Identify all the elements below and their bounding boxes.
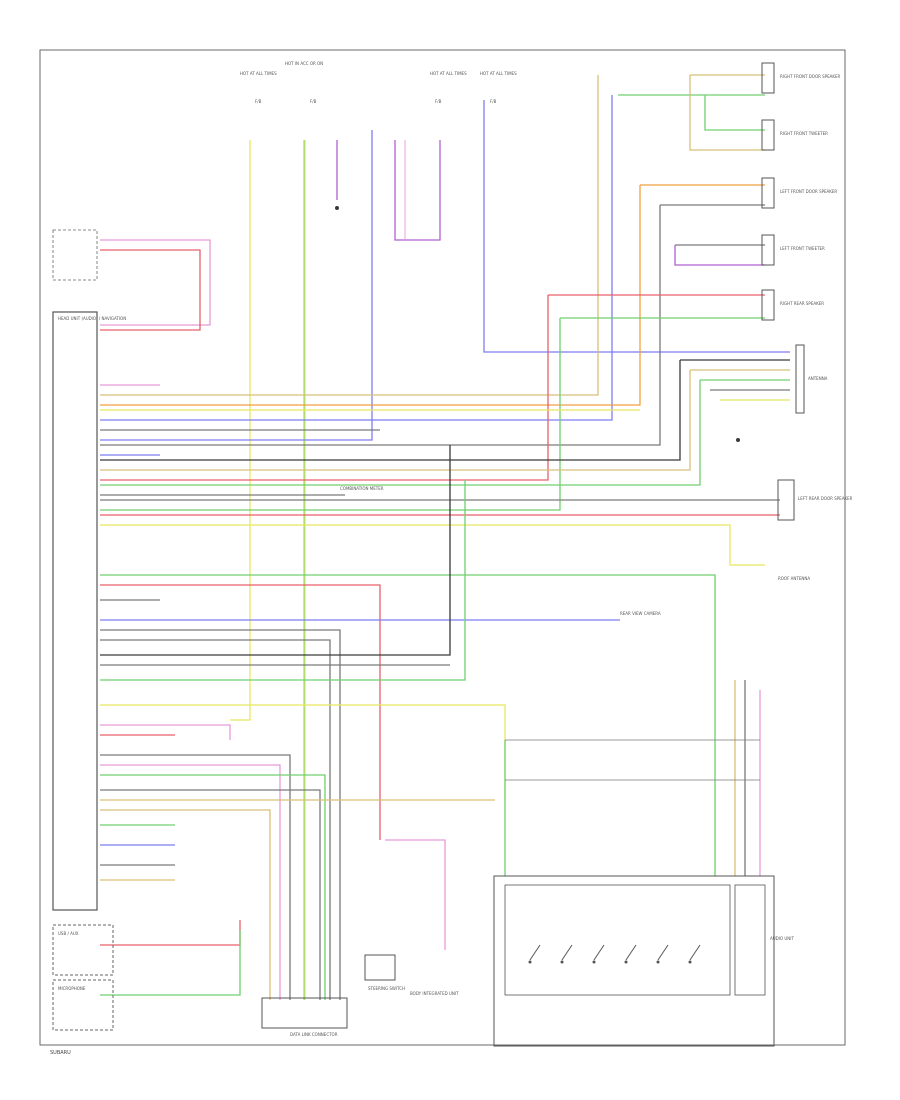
wire: [100, 930, 241, 996]
switch-terminal: [560, 960, 564, 964]
fuse-label: F/B: [255, 99, 262, 104]
wire: [100, 629, 341, 1000]
fuse-label: F/B: [310, 99, 317, 104]
header-label: HOT IN ACC OR ON: [285, 61, 323, 66]
switch-contact: [625, 944, 637, 961]
component-label: RIGHT FRONT TWEETER: [780, 131, 828, 136]
ground-dot: [335, 206, 339, 210]
wire: [100, 318, 561, 511]
component-label: COMBINATION METER: [340, 486, 384, 491]
wire: [100, 764, 281, 1000]
wire: [100, 704, 506, 800]
head-unit-top-box: [52, 229, 98, 281]
switch-terminal: [528, 960, 532, 964]
component-label: DATA LINK CONNECTOR: [290, 1032, 338, 1037]
wire: [100, 789, 321, 1000]
wire: [100, 205, 661, 446]
component-label: RIGHT FRONT DOOR SPEAKER: [780, 74, 841, 79]
wire: [100, 480, 466, 681]
component-label: BODY INTEGRATED UNIT: [410, 991, 459, 996]
component-label: REAR VIEW CAMERA: [620, 611, 661, 616]
component-label: RIGHT REAR SPEAKER: [780, 301, 824, 306]
wire-group: [100, 74, 790, 1000]
right-connector: [795, 344, 805, 414]
wire: [100, 75, 599, 396]
ground-symbols: [335, 206, 740, 442]
speaker-rf-tweeter: [761, 119, 775, 151]
component-label: MICROPHONE: [58, 986, 86, 991]
component-label: LEFT REAR DOOR SPEAKER: [798, 496, 853, 501]
wire: [100, 920, 241, 946]
fuse-label: F/B: [435, 99, 442, 104]
switch-contact: [561, 944, 573, 961]
switch-terminal: [592, 960, 596, 964]
header-label: HOT AT ALL TIMES: [240, 71, 277, 76]
wire: [100, 130, 373, 441]
component-label: ANTENNA: [808, 376, 828, 381]
component-label: LEFT FRONT TWEETER: [780, 246, 825, 251]
wire: [100, 724, 231, 740]
wire: [100, 360, 681, 461]
speaker-group: [761, 62, 795, 521]
wire: [704, 95, 765, 131]
switch-terminal: [624, 960, 628, 964]
wire: [100, 584, 381, 840]
wire: [100, 774, 326, 1000]
wire: [100, 809, 271, 1000]
wire: [100, 185, 641, 406]
bottom-connector-box: [261, 997, 348, 1029]
wire: [100, 239, 211, 326]
switch-inner-box: [504, 884, 731, 996]
wire: [483, 100, 790, 353]
wire: [689, 75, 765, 151]
audio-unit-box: [734, 884, 766, 996]
head-unit-box: [52, 311, 98, 911]
wire: [385, 839, 446, 950]
header-label: HOT AT ALL TIMES: [480, 71, 517, 76]
speaker-rf-door: [761, 62, 775, 94]
diagram-frame: [39, 49, 846, 1046]
wire: [100, 249, 201, 331]
fuse-label: F/B: [490, 99, 497, 104]
wire: [100, 445, 451, 656]
speaker-rr: [761, 289, 775, 321]
footer-label: SUBARU: [50, 1050, 71, 1056]
usb-aux-box: [52, 924, 114, 976]
component-label: HEAD UNIT (AUDIO) / NAVIGATION: [58, 316, 126, 321]
switch-panel-box: [493, 875, 775, 1047]
wire: [674, 245, 765, 266]
wire: [230, 140, 251, 721]
wire: [100, 380, 701, 486]
switch-contact: [689, 944, 701, 961]
speaker-lf-tweeter: [761, 234, 775, 266]
wire: [100, 524, 765, 566]
switch-contact: [657, 944, 669, 961]
wire: [100, 574, 716, 720]
label-group: HOT AT ALL TIMES HOT IN ACC OR ON HOT AT A…: [58, 61, 853, 1037]
switch-terminal: [656, 960, 660, 964]
switch-terminal: [688, 960, 692, 964]
component-label: STEERING SWITCH: [368, 986, 405, 991]
component-label: USB / AUX: [58, 931, 79, 936]
component-label: ROOF ANTENNA: [778, 576, 810, 581]
mic-box: [52, 979, 114, 1031]
steering-switch-box: [364, 954, 396, 981]
wire: [394, 140, 441, 241]
component-label: AUDIO UNIT: [770, 936, 794, 941]
header-label: HOT AT ALL TIMES: [430, 71, 467, 76]
switch-contact: [529, 944, 541, 961]
wire: [100, 639, 331, 1000]
speaker-lf-door: [761, 177, 775, 209]
component-label: LEFT FRONT DOOR SPEAKER: [780, 189, 837, 194]
ground-dot: [736, 438, 740, 442]
wire: [100, 370, 691, 471]
wire: [100, 95, 613, 421]
speaker-lr-door: [777, 479, 795, 521]
switch-contact: [593, 944, 605, 961]
wire: [100, 295, 549, 481]
switch-group: [528, 944, 701, 964]
wire: [100, 754, 291, 1000]
